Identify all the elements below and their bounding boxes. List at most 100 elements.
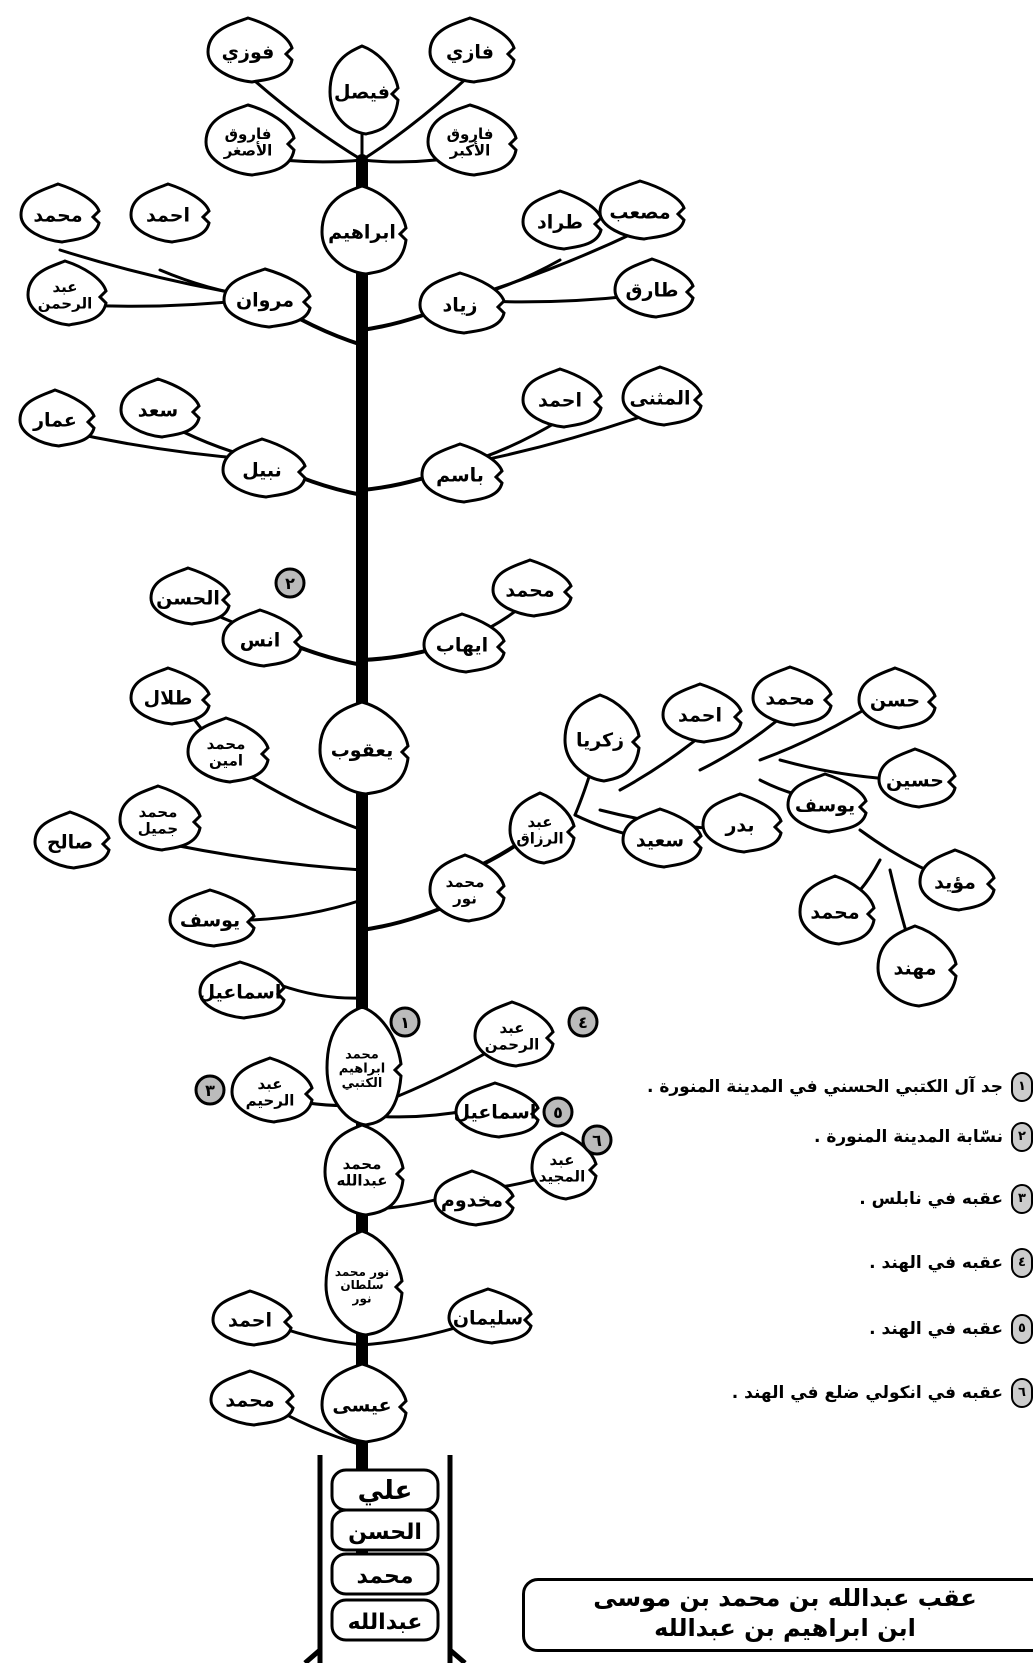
leaf-ibrahim: ابراهيم bbox=[320, 184, 408, 276]
marker-3: ٣ bbox=[194, 1074, 226, 1106]
leaf-muhammad-6-leaf bbox=[209, 1369, 295, 1427]
leaf-isa-leaf bbox=[320, 1362, 408, 1444]
leaf-talal-leaf bbox=[129, 666, 211, 726]
leaf-ihab-label: ايهاب bbox=[436, 635, 488, 657]
leaf-makhdum-label: مخدوم bbox=[441, 1190, 503, 1212]
leaf-abdulmajid-leaf bbox=[530, 1131, 598, 1201]
leaf-tarrad-label: طراد bbox=[537, 212, 583, 234]
leaf-fawzi: فوزي bbox=[206, 16, 294, 84]
trunk: علي الحسن محمد عبدالله bbox=[303, 1455, 467, 1663]
leaf-nabil-leaf bbox=[221, 437, 307, 499]
leaf-husain-label: حسين bbox=[886, 770, 944, 792]
note-4-number: ٤ bbox=[1011, 1248, 1033, 1278]
leaf-said: سعيد bbox=[621, 807, 703, 869]
leaf-muhammad-3: محمد bbox=[491, 558, 573, 618]
leaf-zakariya-label: زكريا bbox=[576, 730, 624, 752]
leaf-anas: انس bbox=[221, 608, 303, 668]
trunk-box-1: الحسن bbox=[330, 1508, 440, 1552]
leaf-ammar: عمار bbox=[18, 388, 96, 448]
leaf-yusuf-1: يوسف bbox=[168, 888, 256, 948]
leaf-hasan-2: حسن bbox=[857, 666, 937, 730]
leaf-ahmad-2-leaf bbox=[521, 367, 603, 429]
note-1-number: ١ bbox=[1011, 1072, 1033, 1102]
leaf-muhammad-5: محمد bbox=[798, 874, 876, 946]
lineage-caption-box: عقب عبدالله بن محمد بن موسى ابن ابراهيم … bbox=[522, 1578, 1033, 1652]
leaf-tarrad: طراد bbox=[521, 189, 603, 251]
leaf-faisal-label: فيصل bbox=[334, 82, 390, 104]
trunk-box-2: محمد bbox=[330, 1552, 440, 1596]
leaf-ahmad-4-label: احمد bbox=[228, 1310, 272, 1332]
leaf-faisal: فيصل bbox=[328, 44, 400, 136]
svg-text:١: ١ bbox=[400, 1013, 410, 1032]
leaf-fazi: فازي bbox=[428, 16, 516, 84]
leaf-talal-label: طلال bbox=[144, 688, 193, 710]
leaf-isa-label: عيسى bbox=[332, 1395, 391, 1417]
leaf-muayyad-label: مؤيد bbox=[934, 872, 976, 894]
leaf-ahmad-1: احمد bbox=[129, 182, 211, 244]
crown-branch-2 bbox=[360, 73, 472, 162]
leaf-husain-leaf bbox=[877, 747, 957, 809]
leaf-anas-label: انس bbox=[240, 630, 281, 652]
svg-text:علي: علي bbox=[358, 1476, 413, 1506]
leaf-hasan-2-label: حسن bbox=[870, 690, 920, 712]
leaf-abdulrazzaq-leaf bbox=[508, 791, 576, 865]
svg-text:عبدالله: عبدالله bbox=[348, 1610, 423, 1635]
svg-text:الحسن: الحسن bbox=[348, 1520, 422, 1545]
branch-ismail-1 bbox=[278, 983, 364, 1000]
leaf-marwan-leaf bbox=[222, 267, 312, 329]
leaf-ahmad-4: احمد bbox=[211, 1289, 293, 1347]
leaf-muhammad-6-label: محمد bbox=[225, 1390, 274, 1412]
leaf-yaqub: يعقوب bbox=[318, 700, 410, 796]
branch-yusuf-1 bbox=[248, 898, 364, 922]
leaf-ahmad-1-leaf bbox=[129, 182, 211, 244]
leaf-muhammad-jamil-leaf bbox=[118, 784, 202, 852]
leaf-ihab: ايهاب bbox=[422, 612, 506, 674]
svg-text:محمد: محمد bbox=[357, 1564, 414, 1589]
note-5-number: ٥ bbox=[1011, 1314, 1033, 1344]
leaf-zakariya: زكريا bbox=[563, 693, 641, 783]
leaf-salih: صالح bbox=[33, 810, 111, 870]
svg-text:٢: ٢ bbox=[285, 574, 295, 593]
leaf-badr-leaf bbox=[701, 792, 783, 854]
note-1-text: جد آل الكتبي الحسني في المدينة المنورة . bbox=[646, 1077, 1003, 1097]
leaf-muayyad: مؤيد bbox=[918, 848, 996, 912]
leaf-marwan: مروان bbox=[222, 267, 312, 329]
leaf-badr: بدر bbox=[701, 792, 783, 854]
marker-4: ٤ bbox=[567, 1006, 599, 1038]
leaf-ahmad-3: احمد bbox=[661, 682, 743, 744]
leaf-fazi-label: فازي bbox=[446, 42, 494, 65]
leaf-ahmad-1-label: احمد bbox=[146, 205, 190, 227]
caption-line-1: عقب عبدالله بن محمد بن موسى bbox=[593, 1584, 977, 1612]
leaf-said-label: سعيد bbox=[636, 830, 684, 852]
leaf-tariq-label: طارق bbox=[626, 280, 679, 302]
leaf-ahmad-3-label: احمد bbox=[678, 705, 722, 727]
leaf-tariq-leaf bbox=[613, 257, 695, 319]
leaf-tarrad-leaf bbox=[521, 189, 603, 251]
leaf-basim-leaf bbox=[420, 442, 504, 504]
leaf-muhammad-3-label: محمد bbox=[505, 580, 554, 602]
leaf-hasan-1-leaf bbox=[149, 566, 231, 626]
svg-text:٣: ٣ bbox=[205, 1081, 215, 1100]
leaf-said-leaf bbox=[621, 807, 703, 869]
marker-2: ٢ bbox=[274, 567, 306, 599]
leaf-makhdum: مخدوم bbox=[433, 1169, 515, 1227]
leaf-salih-leaf bbox=[33, 810, 111, 870]
leaf-basim-label: باسم bbox=[436, 465, 484, 487]
svg-text:٥: ٥ bbox=[553, 1103, 563, 1122]
marker-1: ١ bbox=[389, 1006, 421, 1038]
leaf-muhammad-1-leaf bbox=[19, 182, 101, 244]
leaf-ismail-2-leaf bbox=[454, 1081, 540, 1139]
leaf-muhammad-1: محمد bbox=[19, 182, 101, 244]
leaf-yusuf-1-leaf bbox=[168, 888, 256, 948]
trunk-box-0: علي bbox=[330, 1468, 440, 1512]
leaf-muhammad-4-label: محمد bbox=[765, 688, 814, 710]
leaf-ihab-leaf bbox=[422, 612, 506, 674]
